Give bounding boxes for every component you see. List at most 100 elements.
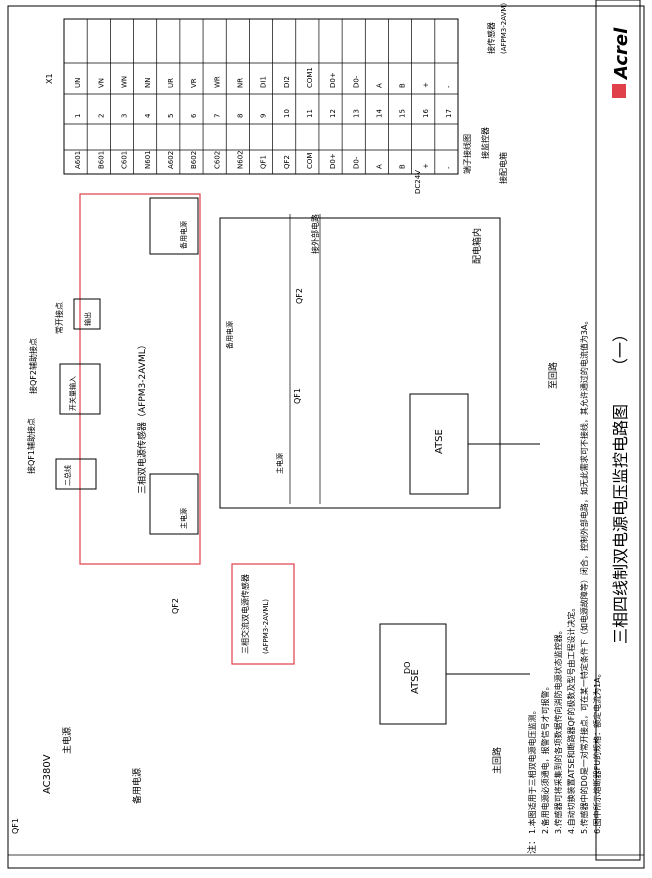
terminal-cell: 7 xyxy=(213,114,221,118)
terminal-cell: 10 xyxy=(283,109,291,118)
terminal-cell: 11 xyxy=(306,109,314,118)
dc24v-label: DC24V xyxy=(414,170,422,194)
terminal-cell: COM xyxy=(306,153,314,169)
ac380v-label: AC380V xyxy=(42,754,53,794)
drawing-subtitle: （一） xyxy=(611,326,630,374)
to-power-label: 接配电箱 xyxy=(498,152,508,184)
terminal-cell: D0+ xyxy=(329,153,337,169)
terminal-cell: DI1 xyxy=(260,76,268,88)
terminal-cell: 12 xyxy=(329,109,337,118)
bus-label: 二总线 xyxy=(63,465,72,486)
terminal-cell: VN xyxy=(97,78,105,88)
backup-source-label: 备用电源 xyxy=(179,221,188,249)
terminal-cell: + xyxy=(422,82,430,88)
terminal-wiring-label: 端子接线图 xyxy=(462,134,472,174)
terminal-cell: 1 xyxy=(74,114,82,118)
switch-input-label: 开关量输入 xyxy=(68,376,77,411)
lower-backup-label: 备用电源 xyxy=(131,768,143,804)
terminal-cell: 3 xyxy=(121,114,129,118)
terminal-cell: QF1 xyxy=(260,155,268,169)
terminal-cell: + xyxy=(422,163,430,169)
sensor-lower-box xyxy=(231,563,295,665)
sensor-model-label: (AFPM3-2AVM) xyxy=(500,3,508,54)
cabinet-label: 配电箱内 xyxy=(471,228,483,264)
atse-upper-label: ATSE xyxy=(434,429,445,454)
terminal-cell: C602 xyxy=(213,151,221,169)
terminal-cell: 4 xyxy=(144,113,152,118)
atse-lower-label: ATSE xyxy=(410,669,421,694)
sheet-border xyxy=(7,5,645,869)
acrel-logo: Acrel xyxy=(611,27,632,98)
terminal-cell: A xyxy=(376,83,384,88)
qf2-upper-label: QF2 xyxy=(295,288,304,304)
terminal-cell: C601 xyxy=(121,151,129,169)
logo-text: Acrel xyxy=(611,27,632,81)
lower-circuit-label: 主回路 xyxy=(491,747,503,774)
terminal-cell: D0+ xyxy=(329,72,337,88)
terminal-cell: UR xyxy=(167,78,175,88)
lower-main-label: 主电源 xyxy=(61,727,73,754)
terminal-cell: A602 xyxy=(167,151,175,169)
terminal-cell: B xyxy=(399,164,407,169)
lower-schematic: AC380V 主电源 备用电源 ATSE 三相交流双电源传感器 (AFPM3-2… xyxy=(11,563,530,834)
terminal-cell: UN xyxy=(74,78,82,88)
do-output-label: 输出 xyxy=(83,312,92,326)
terminal-cell: D0- xyxy=(352,75,360,88)
terminal-cell: B601 xyxy=(97,151,105,169)
sensor-lower-model: (AFPM3-2AVML) xyxy=(262,599,270,654)
distribution-cabinet: 配电箱内 ATSE 主电源 备用电源 QF1 QF2 至回路 xyxy=(219,214,559,509)
terminal-cell: N602 xyxy=(236,150,244,169)
notes-heading: 注： xyxy=(526,836,538,854)
terminal-cell: D0- xyxy=(352,156,360,169)
title-block: Acrel 三相四线制双电源电压监控电路图 （一） xyxy=(595,0,641,861)
normally-open-label: 常开接点 xyxy=(54,302,64,334)
notes-block: 注： 1.本图适用于三相双电源电压监测。2.备用电源必须通电，报警信号才可报警。3… xyxy=(526,317,602,854)
cab-backup-label: 备用电源 xyxy=(225,321,234,349)
terminal-cell: 8 xyxy=(236,114,244,118)
terminal-cell: - xyxy=(445,166,453,169)
terminal-cell: DI2 xyxy=(283,76,291,88)
note-line: 5.传感器中的D0是一对常开接点，可在某一特定条件下（如电源故障等）闭合，控制外… xyxy=(579,317,589,834)
terminal-cell: 2 xyxy=(97,114,105,118)
terminal-cell: VR xyxy=(190,78,198,88)
terminal-strip-x1: X1 A6011UNB6012VNC6013WNN6014NNA6025URB6… xyxy=(45,3,508,254)
terminal-strip-label: X1 xyxy=(45,73,54,84)
load-circuit-label: 至回路 xyxy=(547,362,559,389)
terminal-cell: NN xyxy=(144,78,152,88)
terminal-cell: 17 xyxy=(445,109,453,118)
terminal-cell: N601 xyxy=(144,150,152,169)
qf1-upper-label: QF1 xyxy=(293,388,302,404)
sensor-box-title: 三相双电源传感器（AFPM3-2AVML） xyxy=(136,340,148,494)
sensor-afpm3-box: 三相双电源传感器（AFPM3-2AVML） 主电源 备用电源 二总线 开关量输入… xyxy=(26,193,201,565)
note-line: 6.图中所示熔断器FU的规格：额定电流为1A。 xyxy=(592,669,602,834)
note-line: 4.自动切换装置ATSE和断路器QF的极数及型号由工程设计决定。 xyxy=(566,604,576,834)
note-line: 3.传感器可将采集到的各项数据传向消防电源状态监控器。 xyxy=(553,626,563,834)
external-circuit-label: 接外部电路 xyxy=(310,214,320,254)
do-lower-label: DO xyxy=(403,662,412,674)
terminal-cell: 16 xyxy=(422,109,430,118)
terminal-cell: 14 xyxy=(376,109,384,118)
sensor-red-frame xyxy=(79,193,201,565)
note-line: 1.本图适用于三相双电源电压监测。 xyxy=(527,706,537,834)
terminal-cell: 13 xyxy=(352,109,360,118)
cab-main-label: 主电源 xyxy=(275,453,284,474)
terminal-cell: A xyxy=(376,164,384,169)
sensor-lower-title: 三相交流双电源传感器 xyxy=(240,574,250,654)
qf2-lower-label: QF2 xyxy=(171,598,180,614)
terminal-cell: - xyxy=(445,85,453,88)
terminal-cell: WR xyxy=(213,76,221,88)
main-source-label: 主电源 xyxy=(179,508,188,529)
qf2-aux-label: 接QF2辅助接点 xyxy=(28,338,38,394)
terminal-cell: B xyxy=(399,83,407,88)
note-line: 2.备用电源必须通电，报警信号才可报警。 xyxy=(540,682,550,834)
terminal-cell: NR xyxy=(236,78,244,88)
terminal-cell: 5 xyxy=(167,114,175,118)
to-monitor-label: 接监控器 xyxy=(480,127,490,159)
terminal-cell: A601 xyxy=(74,151,82,169)
drawing-title: 三相四线制双电源电压监控电路图 xyxy=(611,404,630,644)
terminal-cell: 15 xyxy=(399,109,407,118)
terminal-cell: 9 xyxy=(260,114,268,118)
terminal-cell: WN xyxy=(121,76,129,88)
